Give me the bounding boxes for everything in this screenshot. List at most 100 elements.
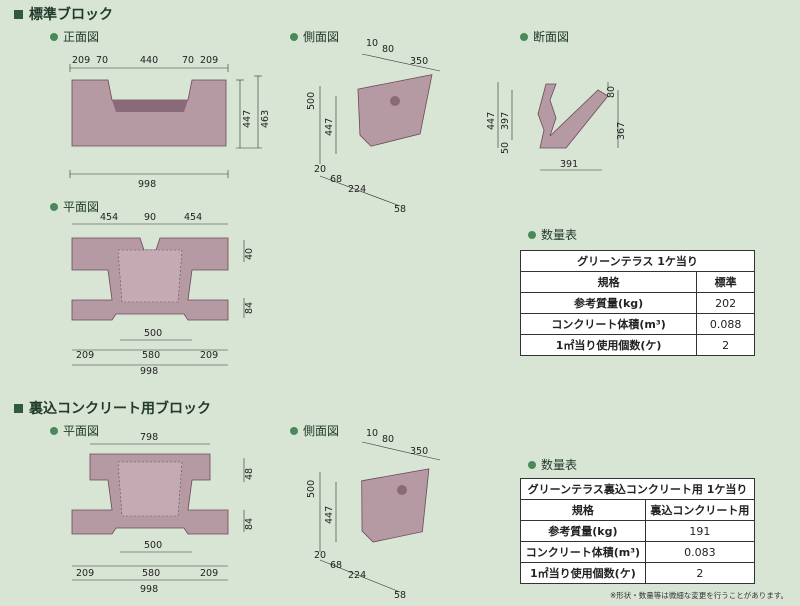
footnote: ※形状・数量等は微細な変更を行うことがあります。 bbox=[610, 591, 789, 600]
circle-bullet-icon bbox=[528, 230, 536, 239]
backfill-dim-998: 998 bbox=[140, 584, 158, 595]
backfill-qty-table: グリーンテラス裏込コンクリート用 1ケ当り 規格裏込コンクリート用 参考質量(k… bbox=[520, 478, 756, 584]
plan-dim-454a: 454 bbox=[100, 212, 118, 223]
qty-label: 数量表 bbox=[541, 228, 578, 242]
plan-dim-84: 84 bbox=[244, 302, 255, 314]
front-dim-463: 463 bbox=[260, 110, 271, 128]
side-view-drawing: 10 80 350 500 447 20 68 224 58 bbox=[306, 38, 441, 215]
qty-table-title: グリーンテラス裏込コンクリート用 1ケ当り bbox=[520, 478, 755, 500]
plan-dim-580: 580 bbox=[142, 350, 160, 361]
front-dim-3: 440 bbox=[140, 55, 158, 66]
qty-cell: 0.088 bbox=[696, 313, 755, 335]
side-dim-20: 20 bbox=[314, 164, 326, 175]
section-shape bbox=[537, 83, 609, 149]
front-view-drawing: 209 70 440 70 209 998 447 463 bbox=[69, 55, 271, 190]
bside-dim-68: 68 bbox=[330, 560, 342, 571]
section-dim-80: 80 bbox=[606, 86, 617, 98]
backfill-dim-48: 48 bbox=[244, 468, 255, 480]
qty-cell: 1㎡当り使用個数(ケ) bbox=[519, 334, 698, 356]
plan-dim-998: 998 bbox=[140, 366, 158, 377]
standard-block-title: 標準ブロック bbox=[29, 7, 113, 23]
section-view-drawing: 447 397 50 80 367 391 bbox=[486, 82, 627, 171]
backfill-plan-label: 平面図 bbox=[63, 424, 100, 438]
qty-cell: 2 bbox=[696, 334, 755, 356]
front-dim-4: 70 bbox=[182, 55, 194, 66]
backfill-dim-798: 798 bbox=[140, 432, 158, 443]
side-dim-80: 80 bbox=[382, 44, 394, 55]
section-dim-391: 391 bbox=[560, 159, 578, 170]
backfill-side-heading: 側面図 bbox=[290, 422, 339, 439]
section-dim-367: 367 bbox=[616, 122, 627, 140]
backfill-qty-label: 数量表 bbox=[541, 458, 578, 472]
backfill-qty-heading: 数量表 bbox=[528, 456, 577, 473]
plan-dim-209a: 209 bbox=[76, 350, 94, 361]
bside-dim-224: 224 bbox=[348, 570, 366, 581]
side-dim-500: 500 bbox=[306, 92, 317, 110]
circle-bullet-icon bbox=[50, 426, 58, 435]
backfill-block-title: 裏込コンクリート用ブロック bbox=[29, 401, 211, 417]
plan-dim-90: 90 bbox=[144, 212, 156, 223]
side-view-heading: 側面図 bbox=[290, 28, 339, 45]
backfill-dim-209a: 209 bbox=[76, 568, 94, 579]
backfill-plan-drawing: 798 48 84 500 209 580 209 998 bbox=[71, 432, 255, 595]
side-block-shape bbox=[357, 74, 433, 147]
section-dim-447: 447 bbox=[486, 112, 497, 130]
backfill-side-label: 側面図 bbox=[303, 424, 340, 438]
side-dim-224: 224 bbox=[348, 184, 366, 195]
front-dim-2: 70 bbox=[96, 55, 108, 66]
side-dim-350: 350 bbox=[410, 56, 428, 67]
circle-bullet-icon bbox=[50, 32, 58, 41]
bside-dim-447: 447 bbox=[324, 506, 335, 524]
qty-heading: 数量表 bbox=[528, 226, 577, 243]
qty-cell: 2 bbox=[644, 562, 756, 584]
front-view-label: 正面図 bbox=[63, 30, 100, 44]
qty-cell: 規格 bbox=[520, 499, 646, 521]
front-dim-447: 447 bbox=[242, 110, 253, 128]
qty-cell: 参考質量(kg) bbox=[520, 520, 646, 542]
front-dim-bottom: 998 bbox=[138, 179, 156, 190]
qty-cell: 202 bbox=[696, 292, 755, 314]
qty-cell: コンクリート体積(m³) bbox=[520, 541, 646, 563]
side-dim-58: 58 bbox=[394, 204, 406, 215]
backfill-dim-580: 580 bbox=[142, 568, 160, 579]
bside-dim-20: 20 bbox=[314, 550, 326, 561]
circle-bullet-icon bbox=[290, 32, 298, 41]
bside-dim-80: 80 bbox=[382, 434, 394, 445]
qty-cell: コンクリート体積(m³) bbox=[519, 313, 698, 335]
qty-cell: 規格 bbox=[519, 271, 698, 293]
bside-dim-350: 350 bbox=[410, 446, 428, 457]
backfill-block-heading: 裏込コンクリート用ブロック bbox=[14, 398, 211, 418]
qty-cell: 標準 bbox=[696, 271, 755, 293]
side-dim-10: 10 bbox=[366, 38, 378, 49]
backfill-side-shape bbox=[361, 468, 430, 543]
side-view-label: 側面図 bbox=[303, 30, 340, 44]
side-dim-68: 68 bbox=[330, 174, 342, 185]
circle-bullet-icon bbox=[528, 460, 536, 469]
circle-bullet-icon bbox=[520, 32, 528, 41]
qty-cell: 0.083 bbox=[644, 541, 756, 563]
bside-dim-10: 10 bbox=[366, 428, 378, 439]
section-view-label: 断面図 bbox=[533, 30, 570, 44]
plan-dim-500: 500 bbox=[144, 328, 162, 339]
qty-cell: 1㎡当り使用個数(ケ) bbox=[520, 562, 646, 584]
plan-view-heading: 平面図 bbox=[50, 198, 99, 215]
section-view-heading: 断面図 bbox=[520, 28, 569, 45]
qty-cell: 裏込コンクリート用 bbox=[644, 499, 756, 521]
front-view-heading: 正面図 bbox=[50, 28, 99, 45]
plan-view-label: 平面図 bbox=[63, 200, 100, 214]
backfill-dim-209b: 209 bbox=[200, 568, 218, 579]
qty-cell: 191 bbox=[644, 520, 756, 542]
standard-block-heading: 標準ブロック bbox=[14, 4, 113, 24]
side-dim-447: 447 bbox=[324, 118, 335, 136]
backfill-side-drawing: 10 80 350 500 447 20 68 224 58 bbox=[306, 428, 441, 601]
backfill-dim-500: 500 bbox=[144, 540, 162, 551]
plan-view-drawing: 454 90 454 40 84 500 209 580 209 998 bbox=[71, 212, 255, 377]
plan-dim-454b: 454 bbox=[184, 212, 202, 223]
qty-cell: 参考質量(kg) bbox=[519, 292, 698, 314]
bside-dim-58: 58 bbox=[394, 590, 406, 601]
standard-qty-table: グリーンテラス 1ケ当り 規格標準 参考質量(kg)202 コンクリート体積(m… bbox=[519, 250, 755, 356]
section-dim-397: 397 bbox=[500, 112, 511, 130]
front-dim-5: 209 bbox=[200, 55, 218, 66]
front-block-shape bbox=[71, 79, 227, 147]
circle-bullet-icon bbox=[50, 202, 58, 211]
